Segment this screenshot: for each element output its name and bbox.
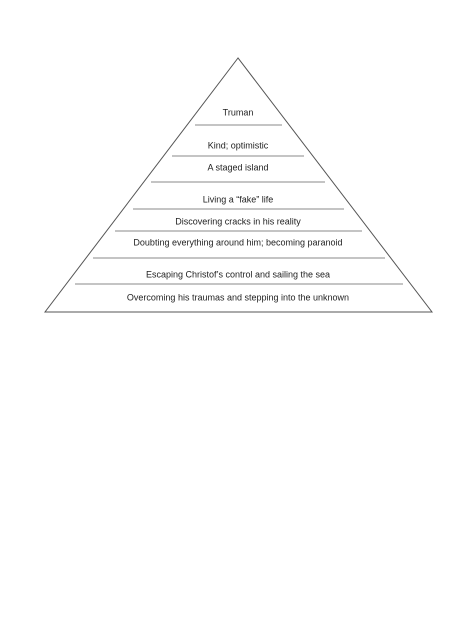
- level-1-label: Truman: [223, 107, 254, 117]
- pyramid-outline: [43, 57, 434, 313]
- level-5-label: Discovering cracks in his reality: [175, 216, 301, 226]
- level-3-label: A staged island: [207, 162, 268, 172]
- level-6-label: Doubting everything around him; becoming…: [133, 237, 342, 247]
- level-2-label: Kind; optimistic: [208, 140, 269, 150]
- level-8-label: Overcoming his traumas and stepping into…: [127, 292, 349, 302]
- level-7-label: Escaping Christof’s control and sailing …: [146, 269, 330, 279]
- level-4-label: Living a “fake” life: [203, 194, 274, 204]
